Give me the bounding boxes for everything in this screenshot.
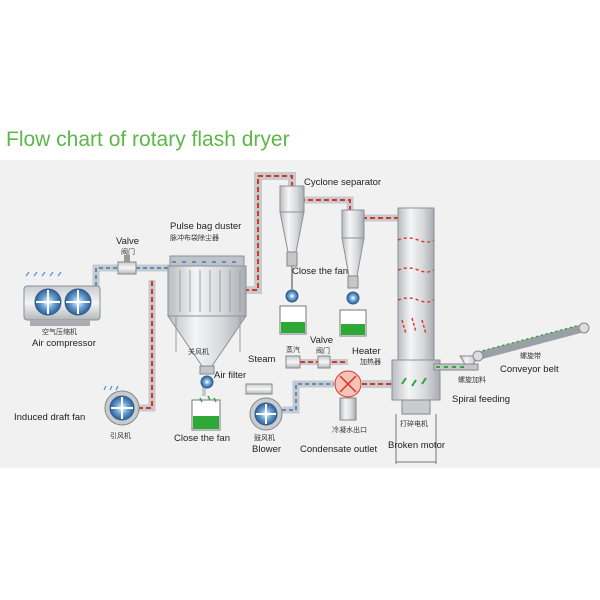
valve-mid-cn-label: 阀门	[316, 346, 330, 355]
air-filter-label: Air filter	[214, 370, 246, 381]
valve-left-cn-label: 阀门	[121, 247, 135, 256]
close-fan-top-label: Close the fan	[292, 266, 348, 277]
product-collector-right	[339, 309, 367, 337]
air-compressor	[23, 271, 101, 326]
steam-label: Steam	[248, 354, 276, 365]
close-fan-bottom-label: Close the fan	[174, 433, 230, 444]
dryer-tower	[391, 207, 441, 464]
steam-inlet	[285, 355, 301, 369]
condensate-cn-label: 冷凝水出口	[332, 425, 367, 434]
air-filter-cn-label: 关风机	[188, 347, 209, 356]
air-filter-fan-icon	[200, 375, 214, 389]
spiral-feeding-label: Spiral feeding	[452, 394, 510, 405]
blower	[245, 383, 283, 431]
conveyor-belt-label: Conveyor belt	[500, 364, 559, 375]
cyclone1-fan-icon	[285, 289, 299, 303]
heater-cn-label: 加热器	[360, 357, 381, 366]
valve-left	[117, 255, 137, 275]
pulse-bag-duster-label: Pulse bag duster	[170, 221, 241, 232]
cyclone-separator-label: Cyclone separator	[304, 177, 381, 188]
heater	[334, 370, 362, 421]
spiral-feeding-cn-label: 螺旋加料	[458, 375, 486, 384]
pulse-bag-duster	[167, 255, 247, 389]
blower-label: Blower	[252, 444, 281, 455]
page-title: Flow chart of rotary flash dryer	[6, 128, 290, 151]
cyclone-separator-1	[279, 185, 305, 303]
air-compressor-label: Air compressor	[32, 338, 96, 349]
induced-draft-fan	[103, 385, 140, 426]
blower-cn-label: 鼓风机	[254, 433, 275, 442]
condensate-outlet-label: Condensate outlet	[300, 444, 377, 455]
steam-cn-label: 蒸汽	[286, 345, 300, 354]
cyclone-separator-2	[341, 209, 365, 305]
product-collector-top	[279, 305, 307, 335]
induced-draft-fan-label: Induced draft fan	[14, 412, 85, 423]
valve-mid-label: Valve	[310, 335, 333, 346]
broken-motor-label: Broken motor	[388, 440, 445, 451]
valve-mid	[317, 355, 331, 369]
pulse-bag-duster-cn-label: 脉冲布袋除尘器	[170, 233, 219, 242]
conveyor-belt	[472, 322, 590, 362]
air-compressor-cn-label: 空气压缩机	[42, 327, 77, 336]
broken-motor-cn-label: 打碎电机	[400, 419, 428, 428]
product-collector-left	[191, 395, 221, 431]
conveyor-belt-cn-label: 螺旋带	[520, 351, 541, 360]
valve-left-label: Valve	[116, 236, 139, 247]
cyclone2-fan-icon	[346, 291, 360, 305]
induced-draft-fan-cn-label: 引风机	[110, 431, 131, 440]
heater-label: Heater	[352, 346, 381, 357]
